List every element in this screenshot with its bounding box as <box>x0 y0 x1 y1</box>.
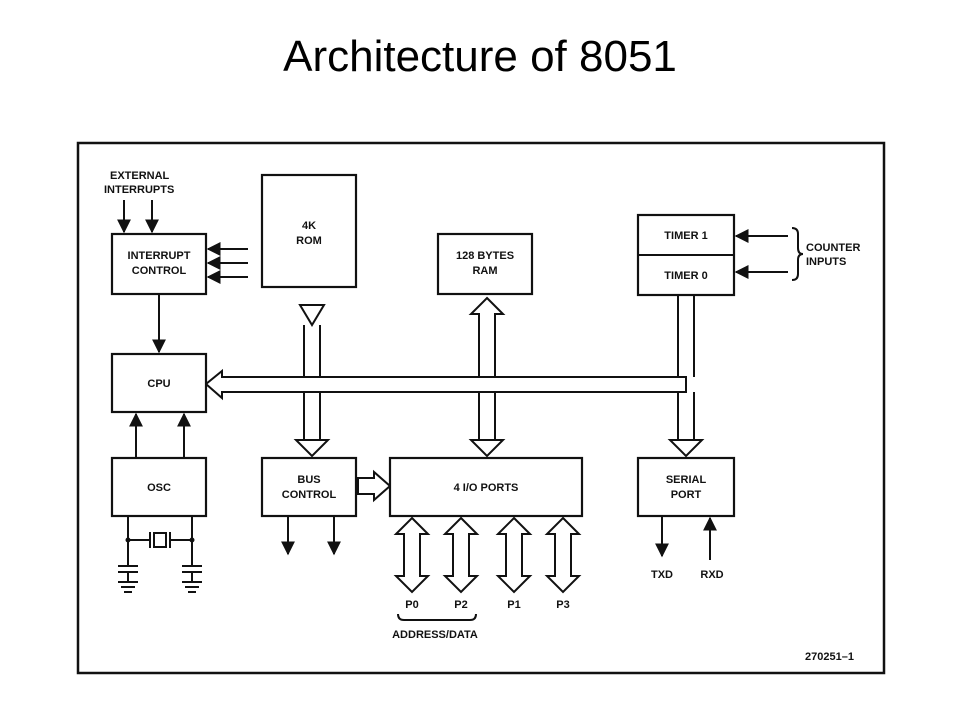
crystal-circuit <box>118 516 202 593</box>
timer-bus <box>667 296 705 458</box>
interrupt-control-block: INTERRUPT CONTROL <box>110 232 208 296</box>
svg-text:CPU: CPU <box>147 378 170 390</box>
osc-block: OSC <box>110 456 208 518</box>
port-labels: P0 P2 P1 P3 ADDRESS/DATA <box>392 599 570 641</box>
timer1-label: TIMER 1 <box>664 230 707 242</box>
svg-text:INPUTS: INPUTS <box>806 256 846 268</box>
rom-block: 4K ROM <box>260 173 358 289</box>
bus-control-to-ports-arrow <box>357 469 392 503</box>
timer0-label: TIMER 0 <box>664 270 707 282</box>
external-interrupts: EXTERNAL INTERRUPTS <box>104 170 174 234</box>
serial-signals: TXD RXD <box>651 516 724 581</box>
svg-text:SERIAL: SERIAL <box>666 474 707 486</box>
svg-text:INTERRUPTS: INTERRUPTS <box>104 184 174 196</box>
interrupt-source-arrows <box>206 242 248 284</box>
p3-label: P3 <box>556 599 569 611</box>
diagram-frame <box>76 141 886 675</box>
cpu-block: CPU <box>110 352 208 414</box>
svg-text:BUS: BUS <box>297 474 320 486</box>
svg-text:RAM: RAM <box>472 265 497 277</box>
svg-text:ROM: ROM <box>296 235 322 247</box>
address-data-label: ADDRESS/DATA <box>392 629 478 641</box>
svg-text:128 BYTES: 128 BYTES <box>456 250 514 262</box>
bus-control-outputs <box>281 516 341 556</box>
p1-label: P1 <box>507 599 520 611</box>
figure-id: 270251–1 <box>805 651 854 663</box>
svg-text:CONTROL: CONTROL <box>132 265 187 277</box>
page-title: Architecture of 8051 <box>283 32 677 81</box>
svg-text:OSC: OSC <box>147 482 171 494</box>
internal-bus <box>204 368 687 401</box>
svg-text:EXTERNAL: EXTERNAL <box>110 170 170 182</box>
svg-text:4 I/O PORTS: 4 I/O PORTS <box>454 482 519 494</box>
svg-text:INTERRUPT: INTERRUPT <box>128 250 191 262</box>
svg-text:CONTROL: CONTROL <box>282 489 337 501</box>
p0-label: P0 <box>405 599 418 611</box>
svg-text:PORT: PORT <box>671 489 702 501</box>
bus-control-block: BUS CONTROL <box>260 456 358 518</box>
txd-label: TXD <box>651 569 673 581</box>
rxd-label: RXD <box>700 569 723 581</box>
ram-block: 128 BYTES RAM <box>436 232 534 296</box>
osc-to-cpu-arrows <box>129 412 191 458</box>
io-ports-block: 4 I/O PORTS <box>388 456 584 518</box>
counter-inputs: COUNTER INPUTS <box>734 227 860 281</box>
timer-block: TIMER 1 TIMER 0 <box>636 213 736 297</box>
serial-port-block: SERIAL PORT <box>636 456 736 518</box>
p2-label: P2 <box>454 599 467 611</box>
ram-bus <box>468 296 506 458</box>
rom-bus <box>298 304 326 327</box>
svg-text:COUNTER: COUNTER <box>806 242 860 254</box>
port-arrows <box>393 516 582 594</box>
svg-text:4K: 4K <box>302 220 316 232</box>
